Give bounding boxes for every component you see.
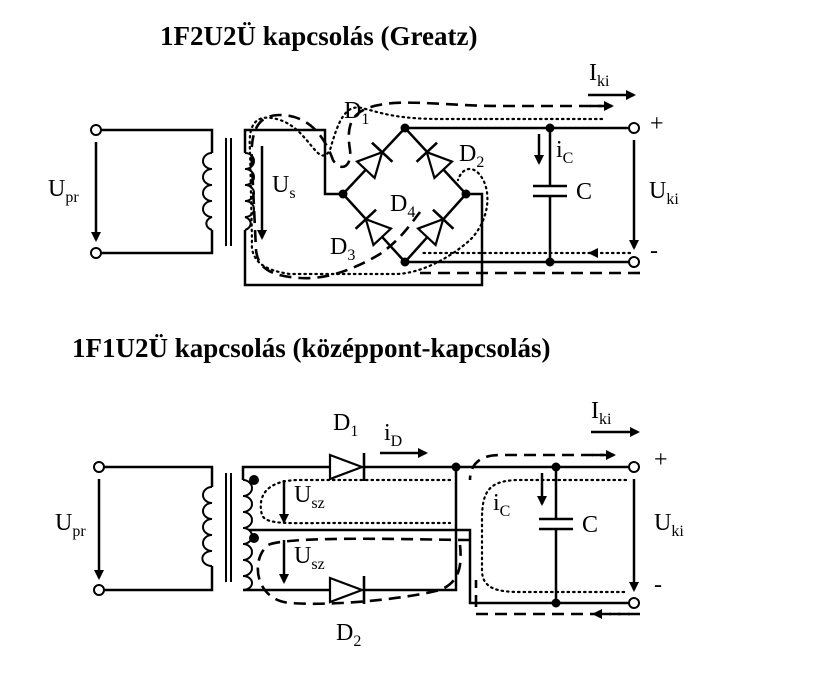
circuit1-ic-label: iC bbox=[556, 137, 573, 167]
node-bridge-left bbox=[338, 189, 348, 199]
current2-dashed-top bbox=[468, 453, 612, 481]
circuit2-c-label: C bbox=[582, 512, 598, 538]
current2-dashed-return bbox=[474, 580, 640, 616]
diode-d1 bbox=[354, 141, 394, 180]
circuit1-c-label: C bbox=[576, 179, 592, 205]
secondary-wire-bottom bbox=[243, 192, 484, 287]
terminal2-primary-top bbox=[93, 461, 105, 473]
circuit1-upr-label: Upr bbox=[48, 176, 79, 206]
circuit1-d3-label: D3 bbox=[330, 234, 355, 264]
capacitor-c2 bbox=[539, 467, 573, 603]
current2-dashed-loop bbox=[256, 537, 471, 606]
primary2-coil bbox=[201, 486, 213, 567]
circuit2-minus-label: - bbox=[654, 572, 662, 598]
terminal-out-plus bbox=[628, 122, 640, 134]
diode-d2 bbox=[415, 141, 455, 180]
circuit2-upr-label: Upr bbox=[55, 510, 86, 540]
diode2-d1 bbox=[328, 453, 366, 481]
circuit2-usz-bottom-label: Usz bbox=[294, 543, 325, 573]
circuit2-plus-label: + bbox=[654, 447, 668, 473]
circuit1-title: 1F2U2Ü kapcsolás (Greatz) bbox=[160, 21, 477, 51]
primary2-wire-bottom bbox=[104, 566, 214, 592]
current2-dotted-loop bbox=[259, 478, 452, 525]
circuit2-ic-label: iC bbox=[493, 490, 510, 520]
center-tap-wire bbox=[249, 528, 629, 605]
circuit1-d4-label: D4 bbox=[390, 191, 415, 221]
diode-d3 bbox=[354, 208, 394, 247]
terminal2-primary-bottom bbox=[93, 584, 105, 596]
terminal-primary-top bbox=[90, 124, 102, 136]
terminal2-out-plus bbox=[628, 461, 640, 473]
circuit2-d2-label: D2 bbox=[336, 620, 361, 650]
primary-wire-top bbox=[101, 128, 214, 153]
primary-wire-bottom bbox=[101, 230, 214, 255]
circuit2-usz-top-label: Usz bbox=[294, 482, 325, 512]
circuit2-d1-label: D1 bbox=[333, 410, 358, 440]
circuit1-plus-label: + bbox=[650, 111, 664, 137]
circuit2-uki-label: Uki bbox=[654, 510, 684, 540]
circuit1-d1-label: D1 bbox=[344, 98, 369, 128]
circuit1: Upr Us Iki Uki iC C + - D1 D2 D3 D4 bbox=[48, 60, 679, 287]
circuit1-uki-label: Uki bbox=[649, 178, 679, 208]
circuit1-d2-label: D2 bbox=[459, 141, 484, 171]
secondary-wire-top bbox=[243, 128, 343, 196]
primary-coil bbox=[202, 152, 213, 231]
secondary2-wire-top bbox=[241, 465, 330, 480]
diode2-d2 bbox=[328, 576, 366, 604]
terminal-primary-bottom bbox=[90, 247, 102, 259]
primary2-wire-top bbox=[104, 465, 214, 487]
secondary-coil bbox=[244, 152, 255, 231]
d2-return-wire bbox=[364, 467, 458, 592]
polarity-dot-top bbox=[249, 475, 259, 485]
current-path-dotted-1 bbox=[248, 106, 604, 276]
circuit2-id-label: iD bbox=[384, 420, 402, 450]
capacitor-c1 bbox=[533, 128, 567, 262]
terminal-out-minus bbox=[628, 256, 640, 268]
diode-d4 bbox=[415, 208, 455, 247]
circuit1-us-label: Us bbox=[272, 172, 296, 202]
polarity-dot-bottom bbox=[249, 533, 259, 543]
circuit2: Upr Usz Usz Iki Uki iC C iD + - D1 D2 bbox=[55, 398, 684, 650]
current-path-dashed-1 bbox=[250, 101, 610, 280]
terminal2-out-minus bbox=[628, 597, 640, 609]
node-bridge-right bbox=[461, 189, 471, 199]
node2-junction bbox=[451, 462, 461, 472]
circuit1-minus-label: - bbox=[650, 238, 658, 264]
circuit1-iki-label: Iki bbox=[589, 60, 610, 90]
circuit2-title: 1F1U2Ü kapcsolás (középpont-kapcsolás) bbox=[72, 333, 551, 363]
current2-dotted-output bbox=[480, 478, 628, 594]
circuit2-iki-label: Iki bbox=[591, 398, 612, 428]
